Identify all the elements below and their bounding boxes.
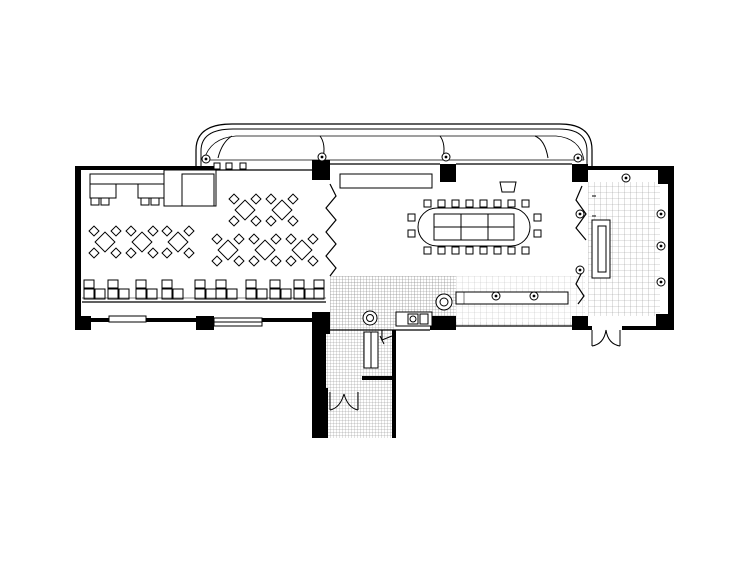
bay-chairs (213, 162, 247, 170)
booth-seats (83, 279, 325, 300)
booth-seat-icon[interactable] (161, 279, 184, 300)
column-icon (656, 209, 666, 219)
booth-seat-icon[interactable] (269, 279, 292, 300)
window (108, 315, 263, 327)
folding-partition-icon[interactable] (325, 183, 337, 277)
dining-table-icon[interactable] (265, 193, 299, 227)
column-icon (317, 152, 327, 162)
booth-seat-icon[interactable] (107, 279, 130, 300)
column-icon (575, 209, 585, 219)
service-counter (89, 169, 217, 207)
booth-seat-icon[interactable] (83, 279, 106, 300)
booth-seat-icon[interactable] (313, 279, 325, 300)
booth-seat-icon[interactable] (215, 279, 238, 300)
dining-table-icon[interactable] (211, 233, 245, 267)
curved-glazed-bay (195, 123, 593, 166)
column-icon (656, 241, 666, 251)
dining-table-icon[interactable] (228, 193, 262, 227)
dining-table-icon[interactable] (125, 225, 159, 259)
dining-table-icon[interactable] (161, 225, 195, 259)
column-icon (621, 173, 631, 183)
conference-table-icon[interactable] (407, 199, 542, 255)
booth-seat-icon[interactable] (135, 279, 158, 300)
dining-table-icon[interactable] (248, 233, 282, 267)
column-icon (441, 152, 451, 162)
column-icon (575, 265, 585, 275)
booth-seat-icon[interactable] (194, 279, 217, 300)
booth-seat-icon[interactable] (293, 279, 316, 300)
column-icon (491, 291, 501, 301)
kitchen-equipment (362, 293, 453, 369)
dining-table-icon[interactable] (88, 225, 122, 259)
double-door-icon[interactable] (591, 329, 621, 347)
sideboard (455, 291, 569, 305)
column-icon (573, 153, 583, 163)
column-icon (656, 277, 666, 287)
dining-tables (88, 193, 319, 267)
double-door-icon[interactable] (329, 392, 359, 411)
serving-shelf (339, 173, 433, 189)
lectern (499, 181, 517, 193)
column-icon (201, 154, 211, 164)
columns (201, 152, 666, 301)
folding-partition-icon[interactable] (575, 185, 587, 241)
dining-table-icon[interactable] (285, 233, 319, 267)
column-icon (529, 291, 539, 301)
booth-seat-icon[interactable] (245, 279, 268, 300)
